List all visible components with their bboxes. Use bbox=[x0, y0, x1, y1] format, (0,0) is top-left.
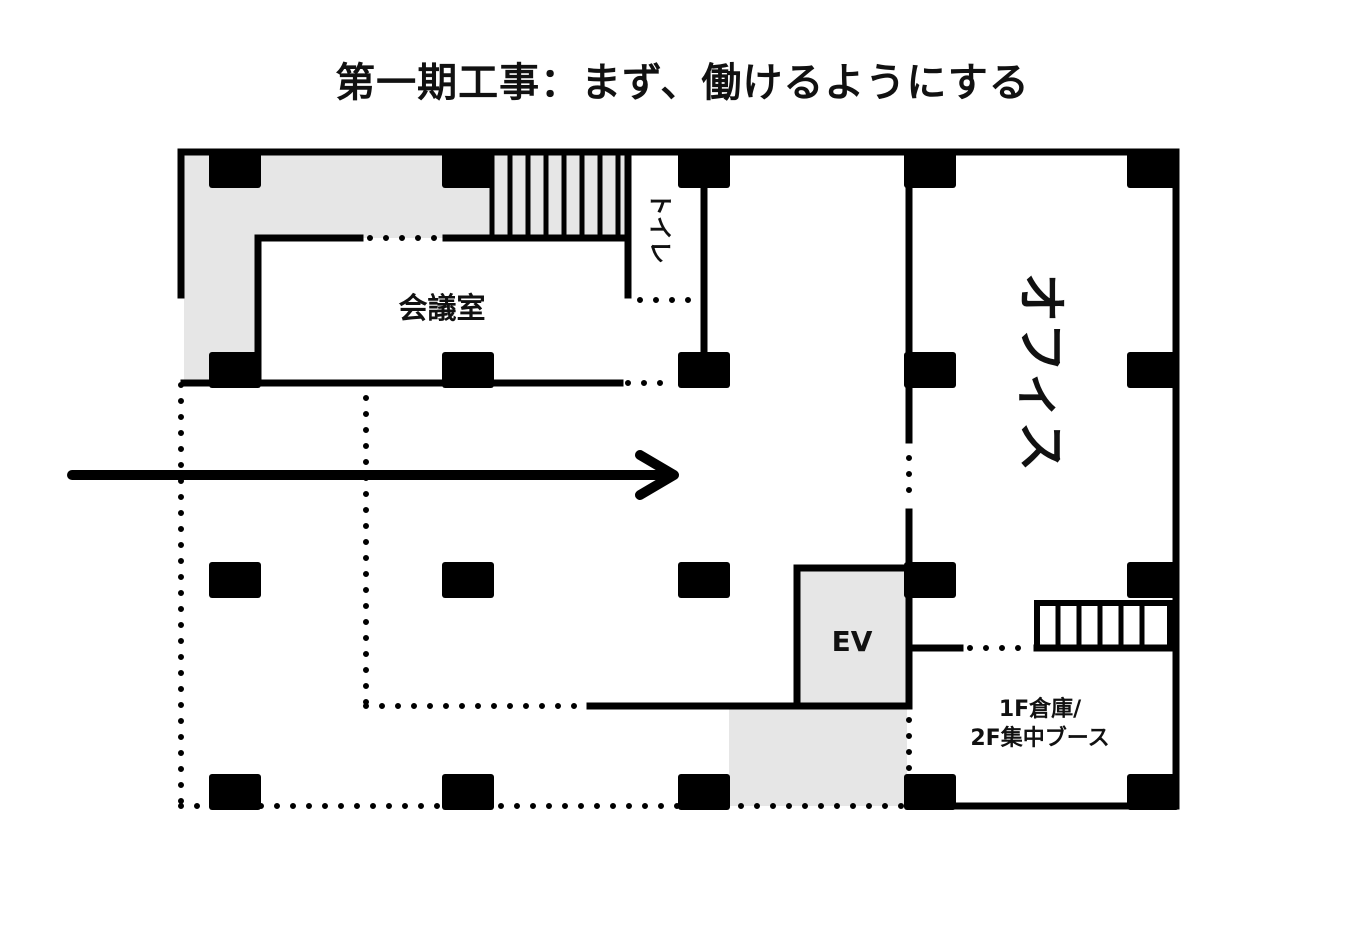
stairs-right bbox=[1034, 600, 1173, 651]
column bbox=[209, 352, 261, 388]
walls bbox=[177, 148, 1180, 810]
column bbox=[678, 774, 730, 810]
column bbox=[904, 562, 956, 598]
shade-bottom-right bbox=[729, 706, 907, 806]
column bbox=[209, 774, 261, 810]
column bbox=[209, 152, 261, 188]
column bbox=[442, 774, 494, 810]
diagram-title: 第一期工事：まず、働けるようにする bbox=[335, 60, 1030, 106]
column bbox=[678, 562, 730, 598]
columns bbox=[209, 152, 1179, 810]
column bbox=[442, 352, 494, 388]
flow-arrow bbox=[67, 450, 679, 500]
shade-stairs bbox=[490, 155, 628, 238]
office-label: オフィス bbox=[1012, 273, 1070, 472]
column bbox=[1127, 152, 1179, 188]
meeting-room-label: 会議室 bbox=[398, 291, 485, 325]
column bbox=[1127, 562, 1179, 598]
column bbox=[678, 152, 730, 188]
column bbox=[209, 562, 261, 598]
shade-left-corridor bbox=[184, 155, 258, 383]
column bbox=[1127, 774, 1179, 810]
column bbox=[904, 774, 956, 810]
column bbox=[442, 562, 494, 598]
toilet-label: トイレ bbox=[646, 192, 674, 264]
column bbox=[904, 152, 956, 188]
column bbox=[442, 152, 494, 188]
dotted-boundaries bbox=[178, 235, 1033, 809]
storage-label-line1: 1F倉庫/ bbox=[999, 696, 1082, 722]
column bbox=[1127, 352, 1179, 388]
shade-ev bbox=[797, 568, 907, 706]
column bbox=[904, 352, 956, 388]
ev-label: EV bbox=[832, 625, 873, 658]
column bbox=[678, 352, 730, 388]
storage-label-line2: 2F集中ブース bbox=[970, 725, 1109, 751]
